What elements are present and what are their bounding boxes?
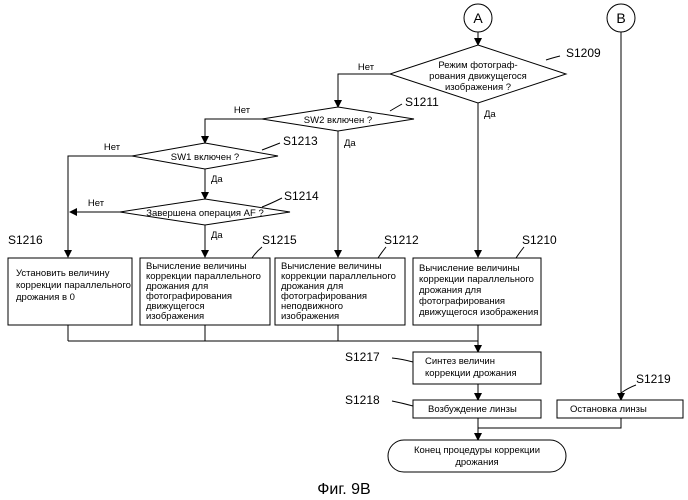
- step-label-s1213: S1213: [283, 134, 318, 148]
- decision-s1214-text: Завершена операция AF ?: [146, 208, 263, 219]
- figure-caption: Фиг. 9B: [317, 481, 370, 498]
- process-s1216-text-3: дрожания в 0: [16, 292, 75, 303]
- decision-s1214-yes-label: Да: [211, 230, 223, 241]
- process-s1218-text: Возбуждение линзы: [428, 404, 517, 415]
- process-s1219: Остановка линзы S1219: [557, 372, 683, 418]
- decision-s1211-yes-label: Да: [344, 138, 356, 149]
- decision-s1211-no-label: Нет: [234, 105, 251, 116]
- terminal-text-1: Конец процедуры коррекции: [414, 445, 540, 456]
- terminal-end: Конец процедуры коррекции дрожания: [388, 440, 566, 472]
- step-label-s1218: S1218: [345, 393, 380, 407]
- process-s1210-text-2: коррекции параллельного: [419, 274, 534, 285]
- process-s1216-text-2: коррекции параллельного: [16, 280, 131, 291]
- process-s1210-text-4: фотографирования: [419, 296, 505, 307]
- process-s1219-text: Остановка линзы: [570, 404, 647, 415]
- step-label-s1211: S1211: [405, 95, 439, 109]
- process-s1210-text-3: дрожания для: [419, 285, 481, 296]
- step-label-s1212: S1212: [384, 233, 419, 247]
- process-s1212-text-6: изображения: [281, 311, 339, 322]
- process-s1216: Установить величину коррекции параллельн…: [8, 233, 132, 325]
- process-s1210-text-1: Вычисление величины: [419, 263, 520, 274]
- decision-s1213-yes-label: Да: [211, 174, 223, 185]
- decision-s1211: SW2 включен ? S1211 Нет Да: [234, 95, 439, 149]
- process-s1217-text-1: Синтез величин: [425, 356, 495, 367]
- process-s1216-text-1: Установить величину: [16, 268, 110, 279]
- decision-s1213: SW1 включен ? S1213 Нет Да: [104, 134, 318, 185]
- process-s1217-text-2: коррекции дрожания: [425, 368, 517, 379]
- step-label-s1210: S1210: [522, 233, 557, 247]
- process-s1217: Синтез величин коррекции дрожания S1217: [345, 350, 541, 384]
- process-s1215-text-6: изображения: [146, 311, 204, 322]
- step-label-s1214: S1214: [284, 189, 319, 203]
- process-s1210: Вычисление величины коррекции параллельн…: [413, 233, 557, 325]
- decision-s1214-no-label: Нет: [88, 198, 105, 209]
- connector-a: A: [464, 4, 492, 32]
- connector-b: B: [607, 4, 635, 32]
- connector-b-label: B: [616, 10, 625, 26]
- step-label-s1216: S1216: [8, 233, 43, 247]
- decision-s1213-text: SW1 включен ?: [171, 152, 239, 163]
- connector-a-label: A: [473, 10, 483, 26]
- step-label-s1219: S1219: [636, 372, 671, 386]
- step-label-s1217: S1217: [345, 350, 380, 364]
- step-label-s1215: S1215: [262, 233, 297, 247]
- process-s1218: Возбуждение линзы S1218: [345, 393, 541, 418]
- decision-s1209-text-1: Режим фотограф-: [438, 60, 517, 71]
- terminal-text-2: дрожания: [455, 457, 498, 468]
- decision-s1209-text-2: рования движущегося: [429, 71, 527, 82]
- decision-s1209-no-label: Нет: [358, 62, 375, 73]
- process-s1215: Вычисление величины коррекции параллельн…: [140, 233, 297, 325]
- decision-s1213-no-label: Нет: [104, 142, 121, 153]
- decision-s1209-yes-label: Да: [484, 109, 496, 120]
- decision-s1211-text: SW2 включен ?: [304, 115, 372, 126]
- decision-s1209-text-3: изображения ?: [445, 82, 511, 93]
- step-label-s1209: S1209: [566, 46, 601, 60]
- process-s1210-text-5: движущегося изображения: [419, 307, 538, 318]
